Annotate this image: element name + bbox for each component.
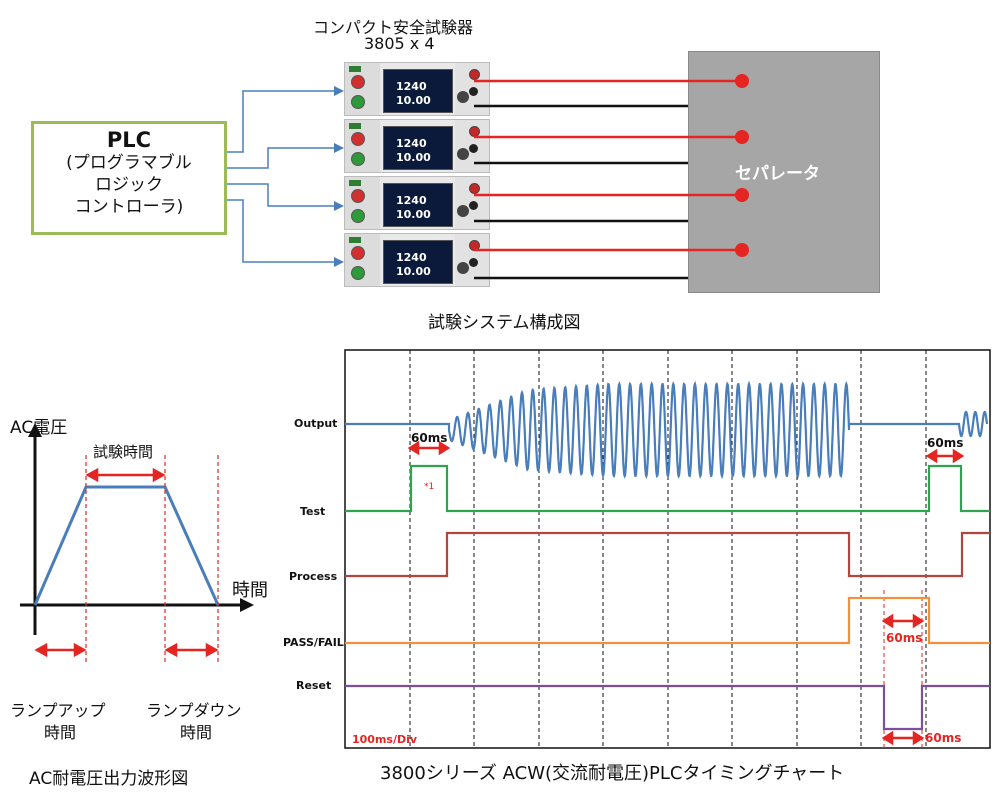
passfail-signal bbox=[345, 596, 990, 645]
signal-label-output: Output bbox=[294, 417, 338, 430]
arrow-icon bbox=[334, 86, 344, 267]
separator-label: セパレータ bbox=[735, 164, 820, 184]
60ms-label-3: 60ms bbox=[886, 631, 922, 645]
time-divisions bbox=[409, 350, 927, 748]
ac-xlabel: 時間 bbox=[232, 580, 268, 601]
signal-label-process: Process bbox=[289, 570, 338, 583]
signal-label-reset: Reset bbox=[296, 679, 332, 692]
x-axis-arrow-icon bbox=[240, 598, 254, 612]
stop-button-icon bbox=[351, 75, 365, 89]
plc-line-3: コントローラ) bbox=[74, 197, 184, 217]
return-cables bbox=[474, 104, 688, 280]
tester-model: 3805 x 4 bbox=[364, 34, 435, 53]
timing-caption: 3800シリーズ ACW(交流耐電圧)PLCタイミングチャート bbox=[380, 763, 845, 784]
start-button-icon bbox=[351, 209, 365, 223]
output-signal bbox=[345, 380, 989, 480]
return-terminal-icon bbox=[469, 144, 478, 153]
60ms-label-4: 60ms bbox=[925, 731, 961, 745]
plc-line-2: ロジック bbox=[95, 175, 163, 195]
knob-icon bbox=[457, 205, 469, 217]
ac-voltage-trace bbox=[33, 485, 220, 606]
interval-arrows bbox=[34, 467, 219, 658]
knob-icon bbox=[457, 91, 469, 103]
ac-ylabel: AC電圧 bbox=[10, 418, 68, 438]
return-terminal-icon bbox=[469, 87, 478, 96]
plc-line-1: (プログラマブル bbox=[66, 153, 192, 173]
probe-points bbox=[735, 74, 749, 257]
div-label: 100ms/Div bbox=[352, 733, 418, 746]
return-terminal-icon bbox=[469, 201, 478, 210]
tester-title: コンパクト安全試験器 bbox=[313, 18, 474, 37]
stop-button-icon bbox=[351, 246, 365, 260]
stop-button-icon bbox=[351, 189, 365, 203]
process-signal bbox=[345, 531, 990, 578]
hv-cables bbox=[474, 79, 742, 252]
system-caption: 試験システム構成図 bbox=[428, 313, 581, 333]
ac-caption: AC耐電圧出力波形図 bbox=[29, 769, 189, 789]
y-axis-arrow-icon bbox=[28, 423, 42, 437]
time-markers bbox=[85, 455, 219, 665]
plc-title: PLC bbox=[106, 128, 152, 152]
ac-waveform-diagram bbox=[20, 423, 254, 665]
plc-box: PLC (プログラマブル ロジック コントローラ) bbox=[31, 121, 227, 235]
start-button-icon bbox=[351, 266, 365, 280]
start-button-icon bbox=[351, 95, 365, 109]
60ms-label-1: 60ms bbox=[411, 431, 447, 445]
reset-signal bbox=[345, 684, 990, 731]
knob-icon bbox=[457, 262, 469, 274]
test-signal bbox=[345, 464, 990, 513]
ramp-up-line-1: ランプアップ bbox=[10, 701, 106, 720]
interval-markers bbox=[883, 590, 923, 748]
ac-test-time: 試験時間 bbox=[93, 443, 154, 461]
return-terminal-icon bbox=[469, 258, 478, 267]
stop-button-icon bbox=[351, 132, 365, 146]
separator-box bbox=[688, 51, 880, 293]
signal-label-test: Test bbox=[300, 505, 326, 518]
60ms-arrows bbox=[407, 440, 965, 746]
ramp-up-line-2: 時間 bbox=[44, 723, 77, 742]
hv-terminal-icon bbox=[469, 183, 480, 194]
60ms-label-2: 60ms bbox=[927, 436, 963, 450]
ramp-down-line-1: ランプダウン bbox=[146, 701, 242, 720]
knob-icon bbox=[457, 148, 469, 160]
note-1: *1 bbox=[424, 482, 434, 492]
signal-label-passfail: PASS/FAIL bbox=[283, 636, 344, 649]
plc-signal-lines bbox=[227, 90, 334, 263]
start-button-icon bbox=[351, 152, 365, 166]
ramp-down-line-2: 時間 bbox=[180, 723, 213, 742]
hv-terminal-icon bbox=[469, 69, 480, 80]
